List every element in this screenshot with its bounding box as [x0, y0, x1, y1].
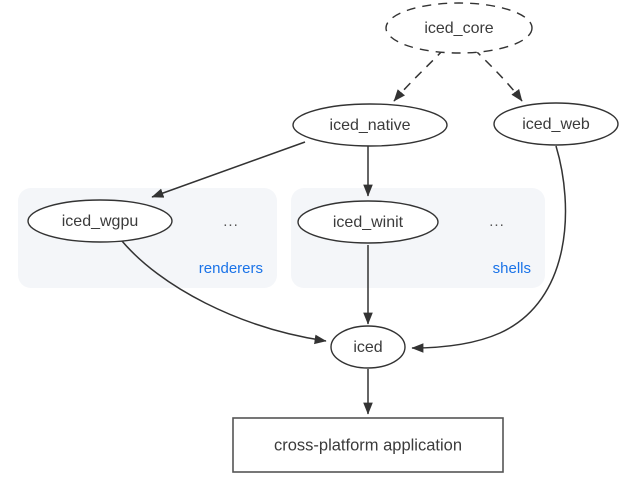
cluster-shells-label: shells	[493, 260, 531, 277]
node-iced-native-label: iced_native	[330, 117, 411, 134]
node-iced[interactable]: iced	[330, 325, 406, 369]
node-iced-core[interactable]: iced_core	[385, 2, 533, 54]
node-application-label: cross-platform application	[274, 436, 462, 454]
cluster-renderers-more-icon: ...	[223, 213, 239, 230]
edge-iced-core-to-iced-native	[393, 48, 445, 102]
edge-iced-wgpu-to-iced	[121, 240, 327, 345]
node-iced-winit[interactable]: iced_winit	[297, 200, 439, 244]
node-iced-web[interactable]: iced_web	[493, 102, 619, 146]
node-iced-winit-label: iced_winit	[333, 214, 404, 231]
node-iced-wgpu[interactable]: iced_wgpu	[27, 199, 173, 243]
node-iced-web-label: iced_web	[522, 116, 590, 133]
node-iced-label: iced	[353, 339, 382, 356]
edge-iced-core-to-iced-web	[473, 48, 523, 102]
node-iced-core-label: iced_core	[424, 20, 493, 37]
node-iced-wgpu-label: iced_wgpu	[62, 213, 139, 230]
node-iced-native[interactable]: iced_native	[292, 103, 448, 147]
edge-iced-web-to-iced	[411, 145, 567, 353]
edge-iced-native-to-iced-wgpu	[151, 141, 306, 198]
cluster-renderers-label: renderers	[199, 260, 263, 277]
cluster-shells-more-icon: ...	[489, 213, 505, 230]
node-cross-platform-application[interactable]: cross-platform application	[232, 417, 504, 473]
